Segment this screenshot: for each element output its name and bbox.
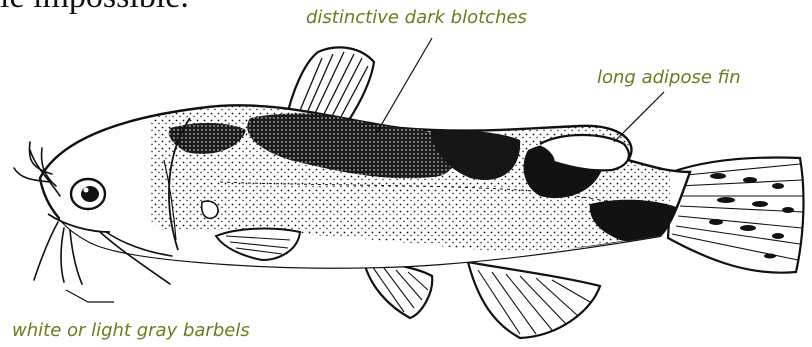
label-long-adipose-fin: long adipose fin bbox=[597, 69, 741, 87]
label-white-or-light-gray-barbels: white or light gray barbels bbox=[12, 322, 250, 340]
anal-fin bbox=[468, 262, 600, 338]
eye-icon bbox=[71, 179, 105, 209]
label-distinctive-dark-blotches: distinctive dark blotches bbox=[306, 9, 527, 27]
pelvic-fin bbox=[364, 262, 432, 318]
